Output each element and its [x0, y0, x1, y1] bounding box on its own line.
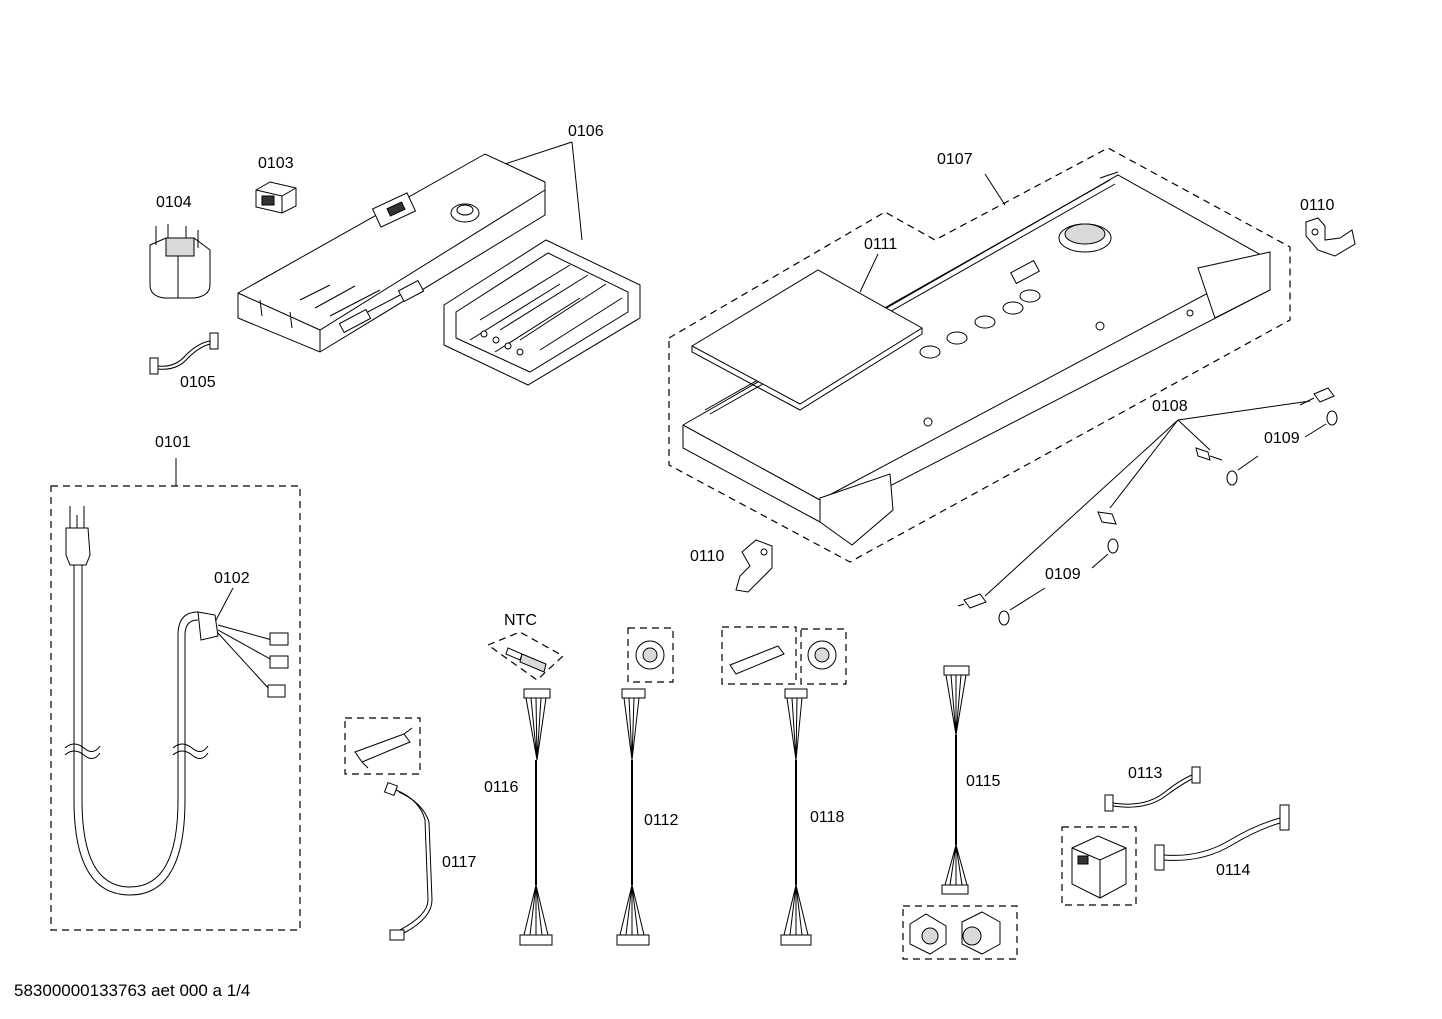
part-0111-decor-panel — [690, 253, 923, 411]
label-0112: 0112 — [644, 812, 679, 829]
part-0107-control-panel — [668, 147, 1291, 563]
label-0117: 0117 — [442, 854, 477, 871]
label-0104: 0104 — [156, 194, 192, 211]
label-0107: 0107 — [937, 151, 973, 168]
label-0115: 0115 — [966, 773, 1001, 790]
part-0116-harness — [519, 688, 553, 946]
part-0102-cable-lead — [197, 587, 289, 698]
document-number: 58300000133763 aet 000 a 1/4 — [14, 981, 251, 1000]
part-labels: 0101 0102 0103 0104 0105 0106 0107 0108 … — [155, 123, 1335, 879]
label-0109-b: 0109 — [1045, 566, 1081, 583]
label-0108: 0108 — [1152, 398, 1188, 415]
label-0103: 0103 — [258, 155, 294, 172]
part-0114-cable-door-lock — [1061, 804, 1290, 906]
part-0103-connector-block — [255, 181, 297, 214]
part-0106-electronic-module — [237, 141, 641, 386]
label-0109-a: 0109 — [1264, 430, 1300, 447]
part-0105-cable — [149, 332, 219, 375]
part-ntc-sensor — [486, 631, 565, 681]
part-0104-interference-filter — [149, 224, 211, 299]
part-0108-screws — [957, 387, 1335, 609]
part-0109-washers — [998, 410, 1338, 626]
part-0113-cable — [1104, 766, 1201, 812]
part-0110-bracket-left — [735, 539, 773, 593]
part-0112-harness — [616, 627, 674, 946]
label-0118: 0118 — [810, 809, 845, 826]
label-0106: 0106 — [568, 123, 604, 140]
label-0114: 0114 — [1216, 862, 1251, 879]
label-0105: 0105 — [180, 374, 216, 391]
label-ntc: NTC — [504, 612, 537, 629]
part-0101-power-cord — [50, 458, 301, 931]
label-0110-b: 0110 — [690, 548, 725, 565]
label-0102: 0102 — [214, 570, 250, 587]
label-0101: 0101 — [155, 434, 191, 451]
part-0118-harness — [721, 626, 847, 946]
part-0110-bracket-right — [1305, 217, 1356, 257]
label-0110-a: 0110 — [1300, 197, 1335, 214]
label-0113: 0113 — [1128, 765, 1163, 782]
part-0117-cable — [344, 717, 433, 941]
part-0115-harness — [902, 665, 1018, 960]
label-0116: 0116 — [484, 779, 519, 796]
label-0111: 0111 — [864, 236, 897, 253]
